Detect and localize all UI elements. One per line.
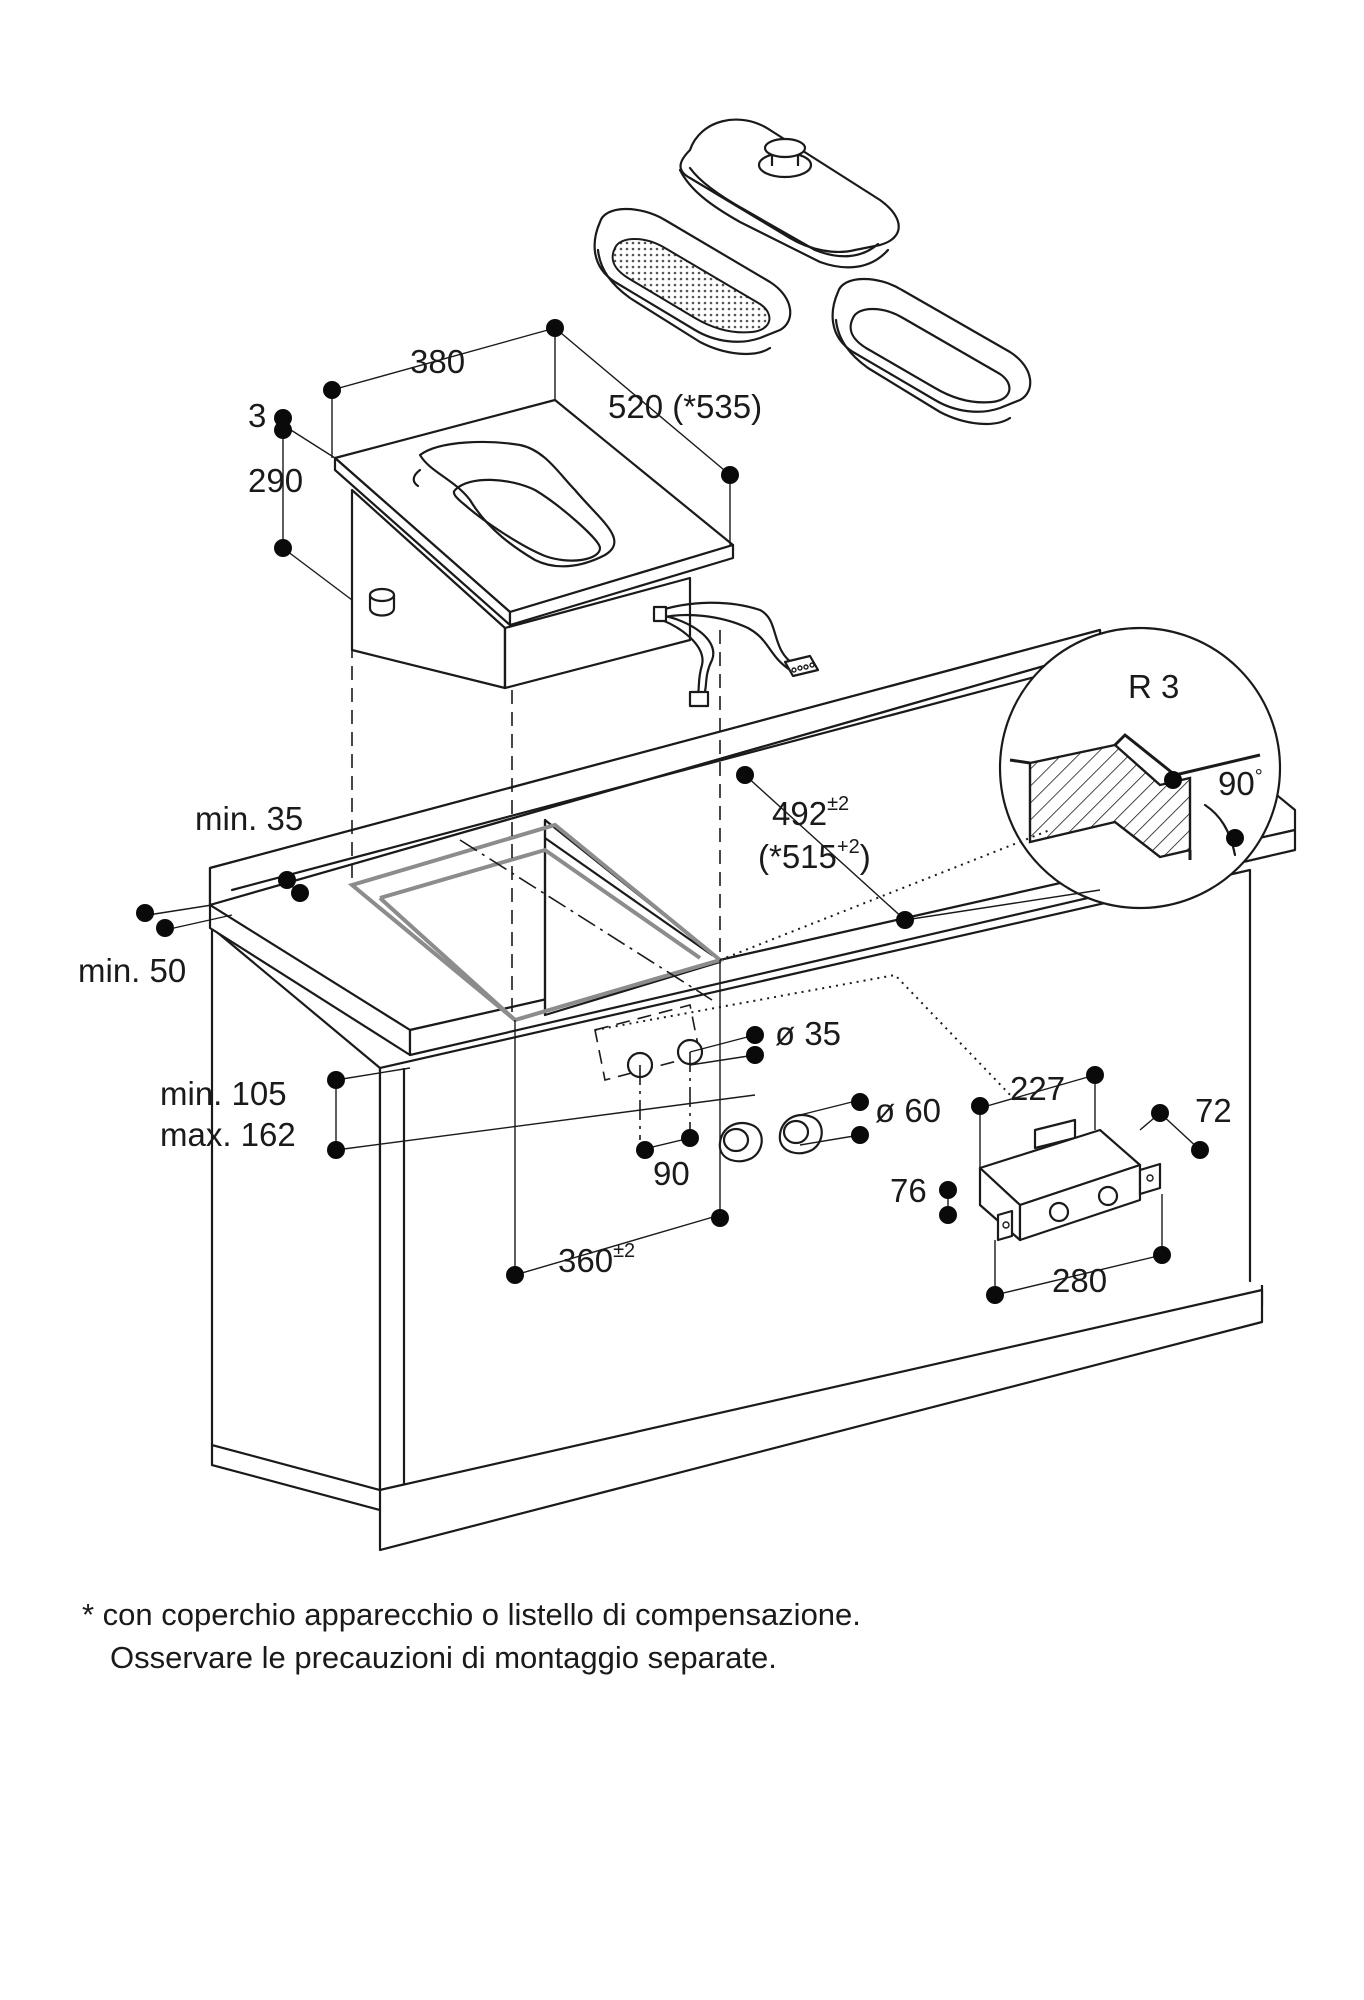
label-thickness: 3	[248, 397, 266, 434]
label-width-top: 380	[410, 343, 465, 380]
label-box72: 72	[1195, 1092, 1232, 1129]
label-spacing90: 90	[653, 1155, 690, 1192]
label-hole60: ø 60	[875, 1092, 941, 1129]
label-max162: max. 162	[160, 1116, 296, 1153]
label-min35: min. 35	[195, 800, 303, 837]
footnote-line2: Osservare le precauzioni di montaggio se…	[110, 1640, 777, 1675]
steam-basket-accessory	[593, 207, 792, 355]
label-angle: 90°	[1218, 765, 1263, 802]
label-box280: 280	[1052, 1262, 1107, 1299]
label-radius: R 3	[1128, 668, 1179, 705]
hole-markers	[594, 1004, 823, 1163]
detail-circle	[998, 626, 1282, 910]
control-box	[978, 1118, 1162, 1242]
steam-pan-accessory	[831, 277, 1032, 425]
label-depth-top: 520 (*535)	[608, 388, 762, 425]
label-box76: 76	[890, 1172, 927, 1209]
label-height: 290	[248, 462, 303, 499]
footnote: * con coperchio apparecchio o listello d…	[82, 1597, 861, 1675]
dimension-endpoints	[136, 319, 1244, 1304]
label-box227: 227	[1010, 1070, 1065, 1107]
footnote-line1: * con coperchio apparecchio o listello d…	[82, 1597, 861, 1632]
label-min105: min. 105	[160, 1075, 287, 1112]
appliance-unit	[333, 398, 820, 708]
label-cut-depth-alt: (*515+2)	[758, 836, 871, 875]
label-hole35: ø 35	[775, 1015, 841, 1052]
dimension-labels: 380 520 (*535) 3 290 min. 35 min. 50 492…	[78, 343, 1263, 1299]
label-cut-depth: 492±2	[772, 793, 849, 832]
lid-accessory	[678, 118, 900, 269]
label-min50: min. 50	[78, 952, 186, 989]
label-cut-width: 360±2	[558, 1240, 635, 1279]
